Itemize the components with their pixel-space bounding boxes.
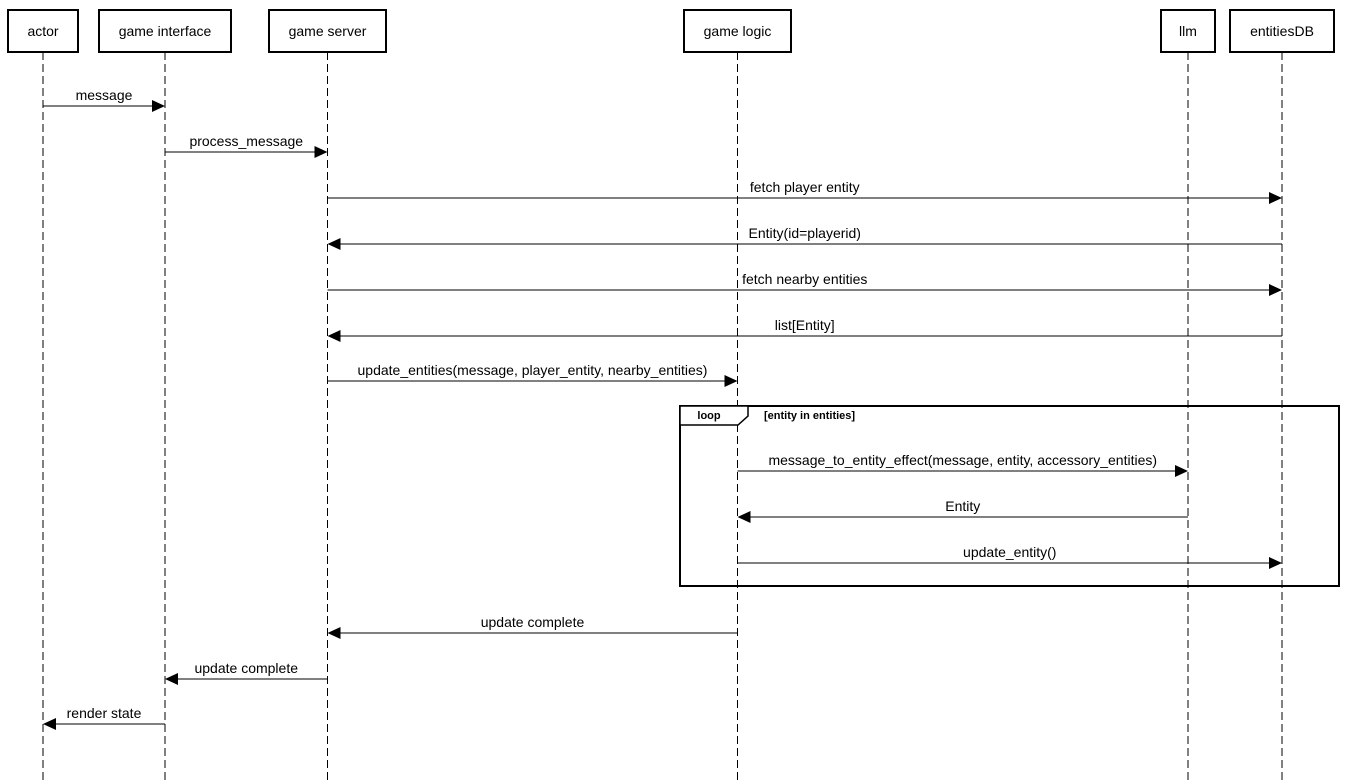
arrowhead-icon <box>1269 284 1282 296</box>
participant-box <box>1229 9 1335 53</box>
message-label: message_to_entity_effect(message, entity… <box>768 452 1157 468</box>
participant-game-server: game server <box>268 9 387 53</box>
arrowhead-icon <box>1175 465 1188 477</box>
message-label: list[Entity] <box>775 317 835 333</box>
message-label: Entity <box>945 498 980 514</box>
message-label: render state <box>67 705 142 721</box>
participant-label: game logic <box>704 23 772 39</box>
message-label: update complete <box>194 660 298 676</box>
message-label: update_entity() <box>963 544 1056 560</box>
arrowhead-icon <box>152 100 165 112</box>
arrowhead-icon <box>314 146 328 158</box>
message-10: update_entity() <box>737 544 1282 569</box>
participant-entitiesdb: entitiesDB <box>1229 9 1335 53</box>
loop-frame: loop [entity in entities] <box>679 405 1340 587</box>
message-4: Entity(id=playerid) <box>327 225 1282 250</box>
participant-label: actor <box>27 23 58 39</box>
arrowhead-icon <box>1269 192 1282 204</box>
message-9: Entity <box>737 498 1188 523</box>
message-2: process_message <box>165 133 328 158</box>
participant-game-interface: game interface <box>98 9 232 53</box>
message-13: render state <box>43 705 165 730</box>
message-label: update complete <box>481 614 585 630</box>
loop-frame-tab <box>679 405 749 426</box>
arrowhead-icon <box>724 375 738 387</box>
participant-box <box>683 9 792 53</box>
message-label: fetch player entity <box>750 179 860 195</box>
arrowhead-icon <box>43 718 56 730</box>
arrowhead-icon <box>1269 557 1282 569</box>
participant-box <box>268 9 387 53</box>
participant-label: entitiesDB <box>1250 23 1314 39</box>
loop-operator-label: loop <box>697 410 720 422</box>
message-label: process_message <box>189 133 303 149</box>
arrowhead-icon <box>327 238 341 250</box>
message-12: update complete <box>165 660 328 685</box>
participant-actor: actor <box>7 9 79 53</box>
message-3: fetch player entity <box>327 179 1282 204</box>
participant-game-logic: game logic <box>683 9 792 53</box>
arrowhead-icon <box>327 627 341 639</box>
message-5: fetch nearby entities <box>327 271 1282 296</box>
arrowhead-icon <box>737 511 751 523</box>
message-7: update_entities(message, player_entity, … <box>327 362 738 387</box>
participant-label: llm <box>1179 23 1197 39</box>
message-6: list[Entity] <box>327 317 1282 342</box>
message-label: message <box>76 87 133 103</box>
message-label: fetch nearby entities <box>742 271 867 287</box>
message-11: update complete <box>327 614 738 639</box>
message-label: update_entities(message, player_entity, … <box>358 362 708 378</box>
participant-box <box>7 9 79 53</box>
participant-box <box>1160 9 1216 53</box>
participant-label: game interface <box>119 23 212 39</box>
loop-guard-label: [entity in entities] <box>764 410 855 422</box>
participant-label: game server <box>289 23 367 39</box>
arrowhead-icon <box>165 673 178 685</box>
arrowhead-icon <box>327 330 341 342</box>
participant-llm: llm <box>1160 9 1216 53</box>
message-label: Entity(id=playerid) <box>749 225 861 241</box>
message-8: message_to_entity_effect(message, entity… <box>737 452 1188 477</box>
message-1: message <box>43 87 165 112</box>
loop-frame-border <box>679 405 1340 587</box>
participant-box <box>98 9 232 53</box>
